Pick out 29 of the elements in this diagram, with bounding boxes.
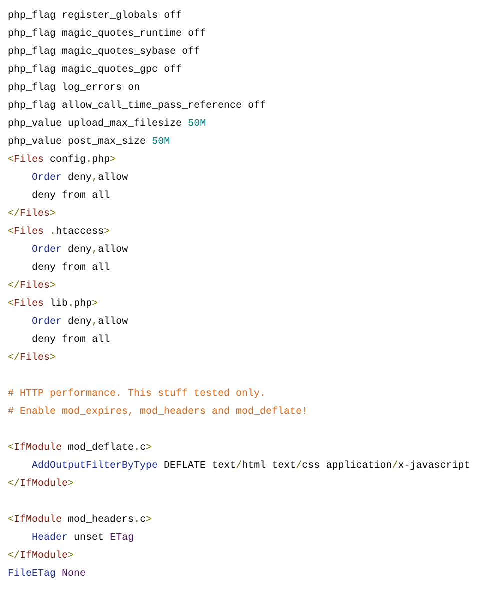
code-line: <IfModule mod_deflate.c> [8,442,152,456]
code-line: </Files> [8,352,56,366]
code-line: Order deny,allow [32,316,128,330]
code-line: php_flag magic_quotes_runtime off [8,28,206,42]
code-line: <Files .htaccess> [8,226,110,240]
code-line: php_value post_max_size 50M [8,136,170,150]
code-line: Order deny,allow [32,244,128,258]
code-line: </Files> [8,280,56,294]
code-line: </IfModule> [8,478,74,492]
code-line: <Files config.php> [8,154,116,168]
code-line: php_flag allow_call_time_pass_reference off [8,100,266,114]
code-line: php_flag register_globals off [8,10,182,24]
code-line: AddOutputFilterByType DEFLATE text/html text/css application/x-javascript [32,460,470,474]
code-line: <IfModule mod_headers.c> [8,514,152,528]
code-line: php_flag magic_quotes_sybase off [8,46,200,60]
code-line: Header unset ETag [32,532,134,546]
code-line: php_flag magic_quotes_gpc off [8,64,182,78]
code-comment: # Enable mod_expires, mod_headers and mod_deflate! [8,406,308,420]
code-line: deny from all [32,190,110,204]
code-line: Order deny,allow [32,172,128,186]
code-line: </IfModule> [8,550,74,564]
code-line: <Files lib.php> [8,298,98,312]
code-line: deny from all [32,334,110,348]
code-line: </Files> [8,208,56,222]
code-line: deny from all [32,262,110,276]
code-line: FileETag None [8,568,86,582]
code-line: php_flag log_errors on [8,82,140,96]
code-line: php_value upload_max_filesize 50M [8,118,206,132]
code-comment: # HTTP performance. This stuff tested only. [8,388,266,402]
